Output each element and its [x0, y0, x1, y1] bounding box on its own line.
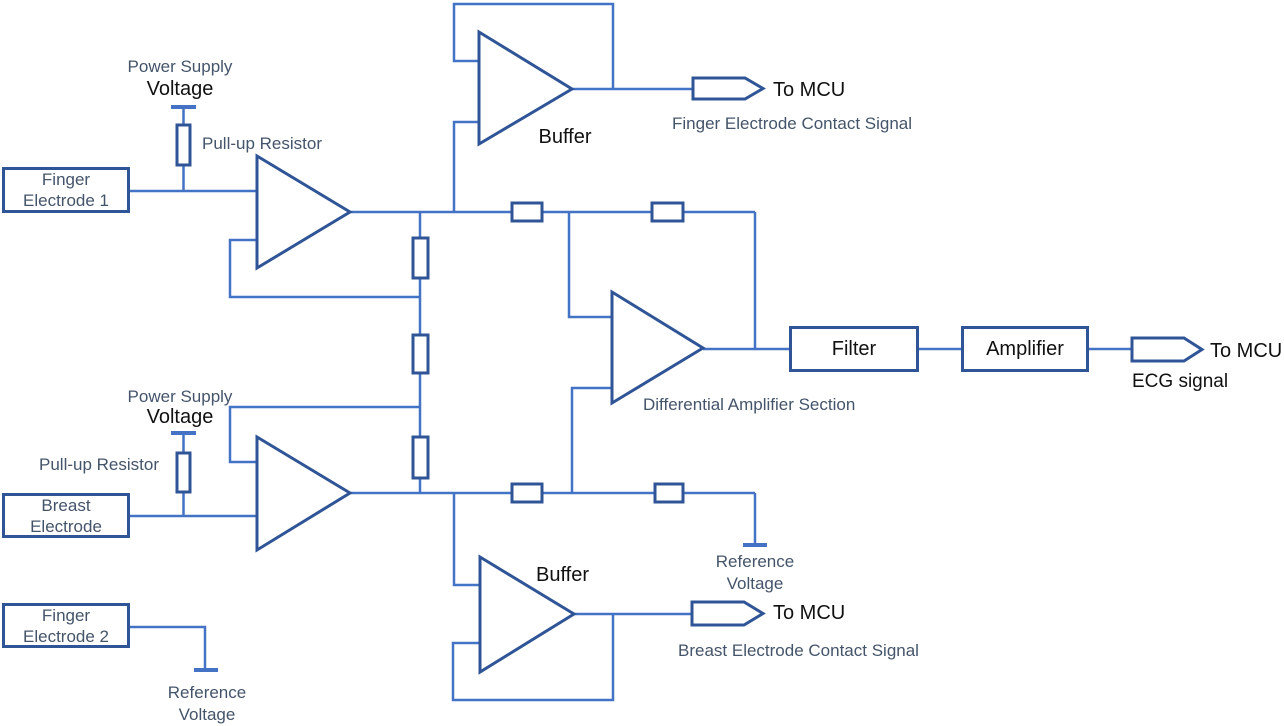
reference-bottom-line2: Voltage [178, 705, 236, 724]
label-reference-voltage-mid: Reference Voltage [705, 551, 805, 595]
label-to-mcu-right: To MCU [1210, 340, 1283, 362]
chain-resistor-1 [411, 236, 430, 280]
chain-resistor-2 [411, 333, 430, 375]
finger-electrode-1-box: Finger Electrode 1 [2, 167, 130, 213]
wire-finger-electrode-2 [130, 625, 207, 670]
label-buffer-top: Buffer [538, 126, 592, 148]
to-mcu-arrow-top [691, 76, 766, 101]
label-breast-contact-signal: Breast Electrode Contact Signal [678, 641, 919, 660]
label-reference-voltage-bottom: Reference Voltage [157, 682, 257, 726]
label-pullup-resistor-1: Pull-up Resistor [202, 134, 322, 153]
breast-electrode-box: Breast Electrode [2, 493, 130, 538]
label-finger-contact-signal: Finger Electrode Contact Signal [672, 114, 913, 133]
pullup-resistor-2 [175, 451, 192, 494]
wire-buffer1-input [452, 120, 479, 212]
label-power-supply-2: Power Supply [127, 387, 233, 406]
label-diff-amp-section: Differential Amplifier Section [643, 395, 856, 414]
label-power-supply-voltage-2: Voltage [146, 406, 214, 428]
diff-amplifier-opamp [610, 289, 706, 406]
wire-opamp2-feedback [228, 405, 420, 464]
label-ecg-signal: ECG signal [1132, 371, 1229, 392]
finger-electrode-2-line2: Electrode 2 [23, 626, 109, 646]
finger-electrode-1-line2: Electrode 1 [23, 191, 109, 210]
wire-buffer1-feedback [452, 2, 615, 89]
label-buffer-bottom: Buffer [536, 564, 589, 586]
reference-mid-line1: Reference [715, 552, 795, 571]
finger-electrode-1-line1: Finger [41, 170, 91, 189]
pullup-resistor-1 [175, 123, 192, 167]
label-to-mcu-top: To MCU [773, 79, 846, 101]
chain-resistor-3 [411, 435, 430, 480]
filter-label: Filter [831, 337, 877, 360]
reference-bottom-line1: Reference [167, 683, 247, 702]
wire-buffer2-feedback [451, 614, 615, 702]
opamp-finger [255, 153, 353, 271]
wire-diffamp-input-bottom [570, 386, 612, 492]
finger-electrode-2-line1: Finger [41, 605, 91, 625]
reference-mid-line2: Voltage [726, 574, 784, 593]
buffer1-opamp [477, 29, 575, 147]
label-power-supply-1: Power Supply [127, 57, 233, 76]
label-to-mcu-bottom: To MCU [773, 602, 846, 624]
buffer2-opamp [478, 554, 577, 675]
to-mcu-arrow-right [1130, 336, 1205, 363]
amplifier-box: Amplifier [961, 326, 1089, 372]
label-pullup-resistor-2: Pull-up Resistor [39, 455, 159, 474]
opamp-breast [255, 434, 353, 553]
feedback-resistor-bottom [653, 482, 685, 504]
breast-electrode-line2: Electrode [30, 516, 102, 536]
input-resistor-bottom [510, 482, 544, 504]
to-mcu-arrow-bottom [690, 600, 766, 627]
wire-diffamp-input-top [567, 212, 612, 319]
label-power-supply-voltage-1: Voltage [146, 78, 214, 100]
wire-opamp1-feedback [228, 238, 420, 299]
filter-box: Filter [789, 326, 919, 372]
breast-electrode-line1: Breast [41, 495, 91, 515]
finger-electrode-2-box: Finger Electrode 2 [2, 603, 130, 648]
feedback-resistor-top [650, 201, 685, 223]
wire-buffer2-input [452, 492, 480, 587]
amplifier-label: Amplifier [986, 337, 1064, 360]
input-resistor-top [510, 201, 544, 223]
